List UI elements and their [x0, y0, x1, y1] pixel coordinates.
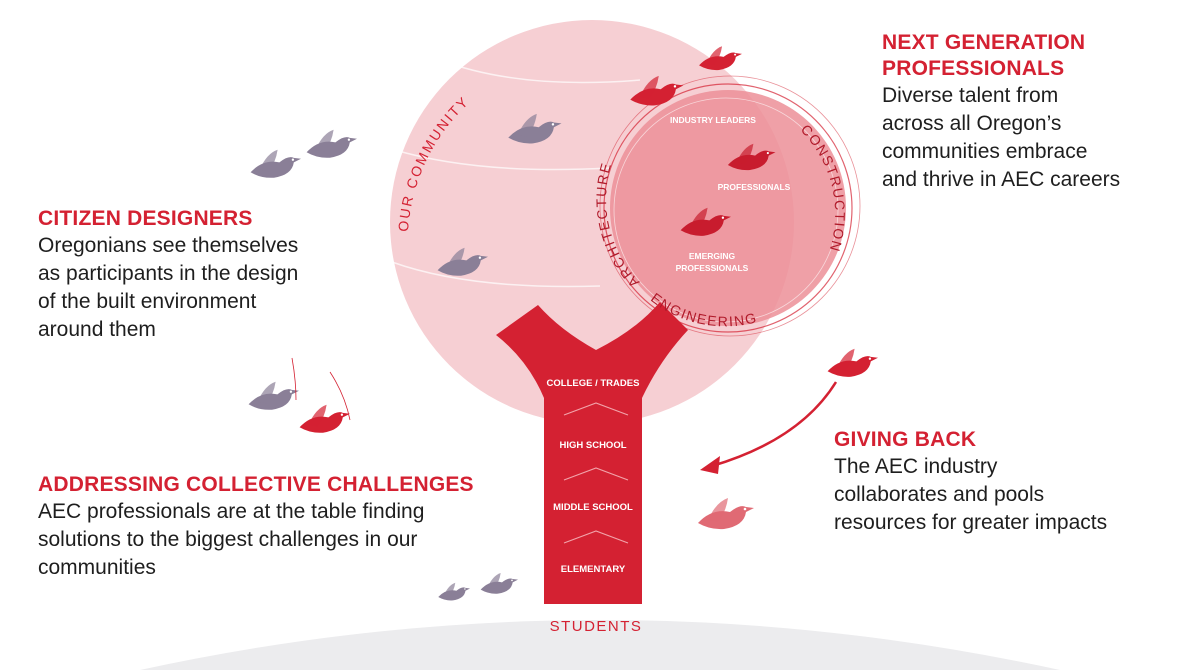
callout-line: The AEC industry [834, 455, 998, 478]
red-bird-icon [827, 348, 878, 377]
trunk-divider [563, 530, 629, 544]
callout-line: solutions to the biggest challenges in o… [38, 528, 418, 551]
giving-back-callout: GIVING BACK The AEC industry collaborate… [834, 427, 1174, 537]
nest-level-label: EMERGING [689, 251, 736, 261]
callout-line: communities embrace [882, 140, 1088, 163]
nest-ring [599, 75, 861, 337]
callout-line: collaborates and pools [834, 483, 1045, 506]
trunk-stage-label: MIDDLE SCHOOL [553, 502, 633, 513]
nest-level-label: PROFESSIONALS [718, 182, 791, 192]
nest-level-label: PROFESSIONALS [676, 263, 749, 273]
callout-line: around them [38, 318, 156, 341]
callout-line: of the built environment [38, 290, 257, 313]
students-label: STUDENTS [550, 618, 643, 635]
callout-line: Oregonians see themselves [38, 234, 299, 257]
callout-line: and thrive in AEC careers [882, 168, 1121, 191]
grey-bird-icon [248, 381, 299, 410]
curved-arrow-icon [711, 381, 838, 468]
ground-hill [140, 620, 1060, 670]
trunk-divider [563, 467, 629, 481]
canopy-wind-line [439, 59, 641, 84]
trunk-stage-label: COLLEGE / TRADES [547, 378, 640, 389]
nest-ring [603, 83, 853, 333]
callout-line: resources for greater impacts [834, 511, 1108, 534]
red-bird-icon [299, 404, 350, 433]
nest-level-label: INDUSTRY LEADERS [670, 115, 756, 125]
nest-circle [610, 90, 846, 326]
callout-line: communities [38, 556, 156, 579]
callout-heading: GIVING BACK [834, 428, 977, 451]
grey-bird-icon [306, 129, 357, 158]
trunk-stage-label: ELEMENTARY [561, 564, 626, 575]
callout-heading: ADDRESSING COLLECTIVE CHALLENGES [38, 473, 474, 496]
trunk-divider [563, 402, 629, 416]
curved-arrow-head [700, 456, 720, 474]
addressing-challenges-callout: ADDRESSING COLLECTIVE CHALLENGES AEC pro… [38, 472, 518, 582]
next-generation-callout: NEXT GENERATION PROFESSIONALS Diverse ta… [882, 30, 1182, 194]
callout-heading: PROFESSIONALS [882, 57, 1065, 80]
callout-line: across all Oregon’s [882, 112, 1062, 135]
scribble-line [329, 371, 351, 421]
tree-trunk [496, 302, 688, 604]
nest-ring [613, 97, 839, 323]
grey-bird-icon [438, 582, 470, 601]
canopy-wind-line [394, 149, 611, 171]
red-bird-icon [698, 498, 754, 530]
scribble-line [291, 357, 297, 401]
grey-bird-icon [250, 149, 301, 178]
trunk-stage-label: HIGH SCHOOL [559, 440, 626, 451]
callout-heading: CITIZEN DESIGNERS [38, 207, 253, 230]
callout-heading: NEXT GENERATION [882, 31, 1086, 54]
citizen-designers-callout: CITIZEN DESIGNERS Oregonians see themsel… [38, 206, 368, 344]
callout-line: AEC professionals are at the table findi… [38, 500, 425, 523]
callout-line: as participants in the design [38, 262, 299, 285]
callout-line: Diverse talent from [882, 84, 1059, 107]
canopy-wind-line [391, 261, 601, 288]
